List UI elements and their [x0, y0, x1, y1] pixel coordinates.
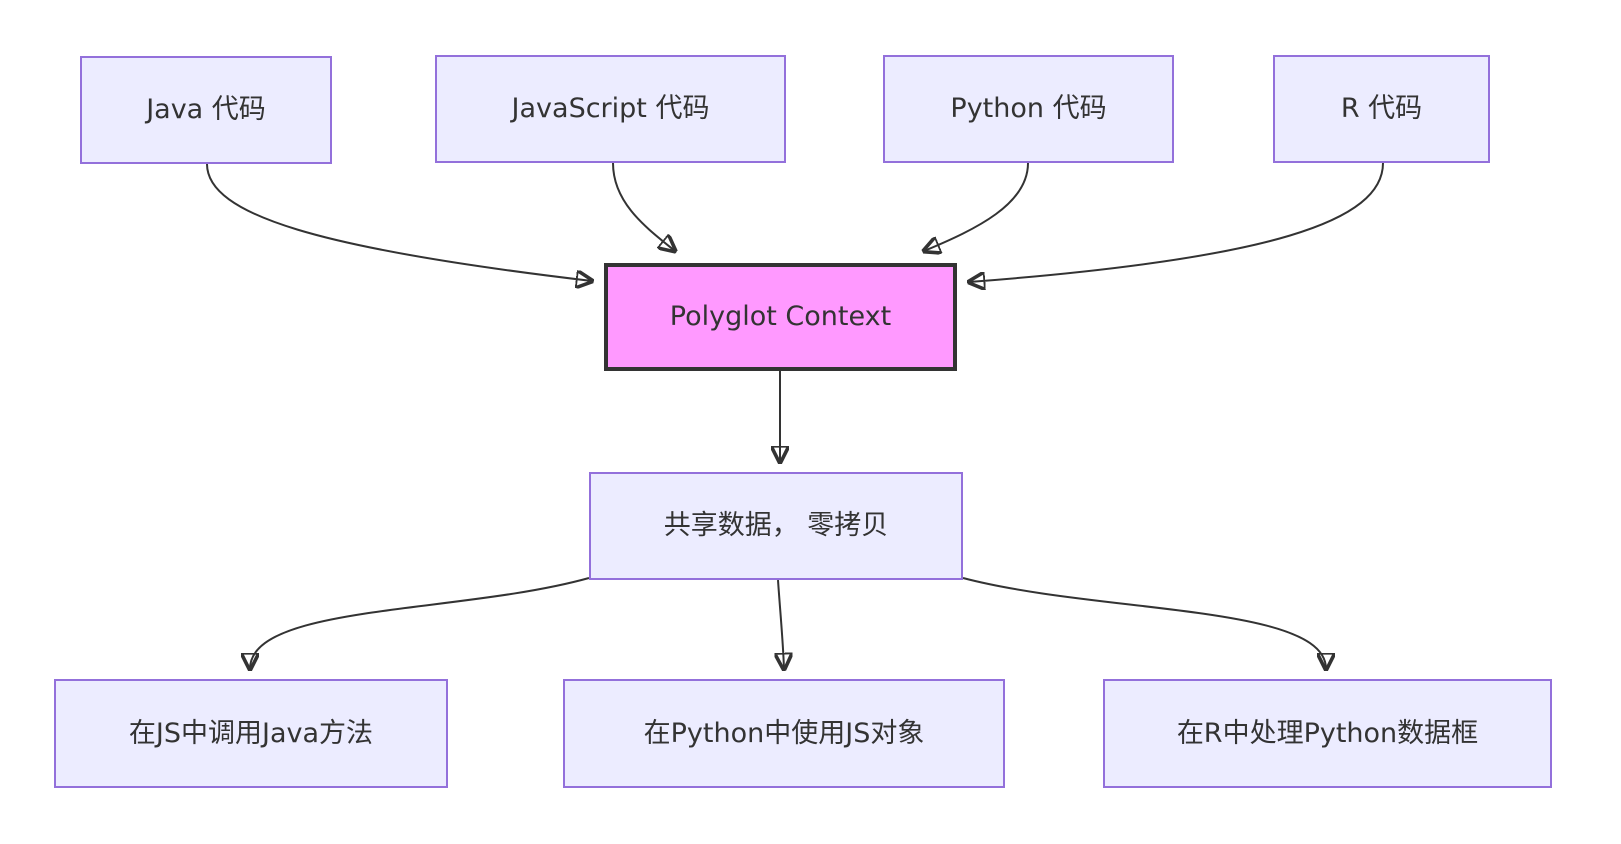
- node-shared-data: 共享数据， 零拷贝: [589, 472, 963, 580]
- node-call-java-from-js: 在JS中调用Java方法: [54, 679, 448, 788]
- node-call-java-from-js-label: 在JS中调用Java方法: [128, 717, 374, 749]
- node-shared-data-label: 共享数据， 零拷贝: [663, 510, 889, 542]
- node-polyglot-context: Polyglot Context: [604, 263, 957, 371]
- node-javascript-code-label: JavaScript 代码: [511, 93, 710, 125]
- edge-r-to-context: [969, 162, 1384, 282]
- node-process-python-dataframe-in-r: 在R中处理Python数据框: [1103, 679, 1552, 788]
- node-use-js-objects-in-python-label: 在Python中使用JS对象: [643, 717, 925, 749]
- node-use-js-objects-in-python: 在Python中使用JS对象: [563, 679, 1005, 788]
- node-javascript-code: JavaScript 代码: [435, 55, 786, 163]
- edge-share-to-rpy: [962, 577, 1326, 669]
- node-java-code: Java 代码: [80, 56, 332, 164]
- node-python-code-label: Python 代码: [950, 93, 1107, 125]
- node-process-python-dataframe-in-r-label: 在R中处理Python数据框: [1176, 717, 1479, 749]
- node-r-code-label: R 代码: [1340, 93, 1423, 125]
- node-r-code: R 代码: [1273, 55, 1490, 163]
- node-python-code: Python 代码: [883, 55, 1174, 163]
- edge-python-to-context: [924, 162, 1029, 251]
- edge-share-to-jsjava: [250, 577, 590, 669]
- edge-share-to-pyjs: [778, 579, 784, 669]
- edge-java-to-context: [206, 163, 592, 281]
- node-java-code-label: Java 代码: [146, 94, 266, 126]
- node-polyglot-context-label: Polyglot Context: [669, 301, 892, 333]
- edge-javascript-to-context: [612, 162, 675, 251]
